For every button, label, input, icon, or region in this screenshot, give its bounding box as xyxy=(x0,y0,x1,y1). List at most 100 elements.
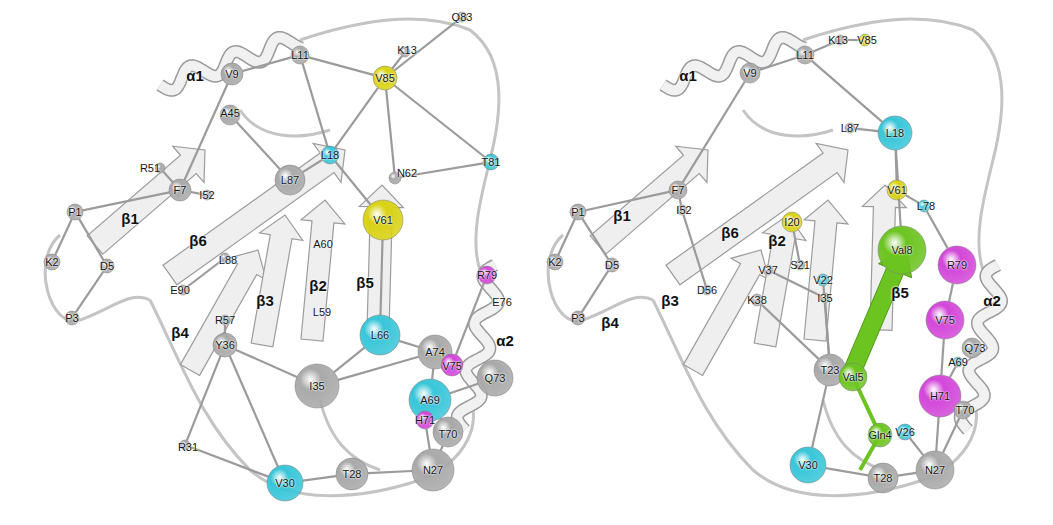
beta-strand xyxy=(87,146,205,254)
contact-line xyxy=(432,369,433,379)
helix-ribbon xyxy=(160,38,303,91)
residue-label: L11 xyxy=(796,50,814,61)
residue-label: V85 xyxy=(857,35,877,46)
residue-sphere xyxy=(220,105,240,125)
residue-label: Val8 xyxy=(891,245,912,256)
structure-label: α2 xyxy=(496,333,514,348)
residue-label: L18 xyxy=(321,150,339,161)
residue-label: V85 xyxy=(375,73,395,84)
beta-strand xyxy=(754,215,806,347)
residue-sphere xyxy=(336,458,368,490)
contact-line xyxy=(761,304,818,359)
residue-spheres xyxy=(44,12,982,501)
residue-label: L66 xyxy=(371,330,389,341)
loop xyxy=(240,110,330,136)
contact-line xyxy=(338,357,419,380)
residue-sphere xyxy=(275,165,305,195)
residue-label: N27 xyxy=(423,465,443,476)
loop xyxy=(979,160,993,270)
helix-outline xyxy=(457,265,498,430)
residue-sphere xyxy=(100,259,114,273)
structure-label: β4 xyxy=(601,315,619,330)
residue-label: K13 xyxy=(397,45,417,56)
structure-label: β6 xyxy=(189,233,207,248)
structure-label: α1 xyxy=(186,68,204,83)
contact-line xyxy=(684,215,706,285)
contact-line xyxy=(441,446,443,451)
residue-label: V9 xyxy=(225,69,238,80)
contact-line xyxy=(943,418,959,453)
residue-label: T70 xyxy=(439,429,458,440)
contact-line xyxy=(236,350,297,377)
residue-sphere xyxy=(477,360,513,396)
structure-label: β5 xyxy=(891,285,909,300)
residue-label: Y36 xyxy=(215,340,235,351)
contact-line xyxy=(906,195,919,203)
beta-strand xyxy=(301,200,345,341)
helix-ribbon xyxy=(457,265,498,430)
residue-sphere xyxy=(547,254,563,270)
structure-label: α2 xyxy=(983,293,1001,308)
contact-line xyxy=(394,86,484,158)
residue-label: A45 xyxy=(220,108,240,119)
contact-line xyxy=(386,90,394,172)
residue-sphere xyxy=(44,254,60,270)
residue-label: T81 xyxy=(482,157,501,168)
contact-line xyxy=(83,192,169,210)
contact-line xyxy=(898,473,916,476)
contact-line xyxy=(76,272,103,312)
residue-label: T28 xyxy=(343,469,362,480)
residue-sphere xyxy=(291,46,309,64)
contact-line xyxy=(558,219,574,254)
contact-line xyxy=(187,356,221,440)
contact-line xyxy=(303,476,336,481)
residue-label: D56 xyxy=(697,285,717,296)
contact-line xyxy=(910,438,923,455)
loop xyxy=(300,19,499,160)
residue-label: L78 xyxy=(917,201,935,212)
contact-line xyxy=(456,283,484,354)
residue-label: A60 xyxy=(313,239,333,250)
residue-sphere xyxy=(213,333,237,357)
contact-line xyxy=(399,341,419,347)
contact-line xyxy=(812,386,826,448)
beta-strand xyxy=(359,185,403,330)
structure-label: β2 xyxy=(309,278,327,293)
residue-sphere xyxy=(916,451,954,489)
beta-strand xyxy=(251,215,303,347)
loop xyxy=(476,160,490,270)
residue-sphere xyxy=(65,311,79,325)
residue-label: A74 xyxy=(425,347,445,358)
contact-line xyxy=(426,429,429,449)
contact-line xyxy=(187,261,221,287)
residue-label: D5 xyxy=(605,260,619,271)
residue-label: F7 xyxy=(672,185,685,196)
residue-label: V26 xyxy=(895,427,915,438)
structure-label: β1 xyxy=(121,211,139,226)
residue-sphere xyxy=(360,315,400,355)
contact-line xyxy=(394,20,458,70)
residue-label: P3 xyxy=(65,313,78,324)
residue-sphere xyxy=(790,447,826,483)
residue-label: E76 xyxy=(492,297,512,308)
residue-label: R51 xyxy=(140,163,160,174)
residue-sphere xyxy=(868,463,898,493)
structure-label: β1 xyxy=(613,208,631,223)
contact-line xyxy=(941,339,943,375)
structure-label: β2 xyxy=(768,233,786,248)
residue-label: H71 xyxy=(415,415,435,426)
residue-sphere xyxy=(433,417,463,447)
contact-line xyxy=(450,384,478,394)
residue-label: V75 xyxy=(442,361,462,372)
residue-label: V37 xyxy=(758,265,778,276)
residue-sphere xyxy=(570,204,586,220)
residue-label: L87 xyxy=(841,123,859,134)
residue-label: I52 xyxy=(199,190,214,201)
contact-line xyxy=(950,366,956,377)
contact-line xyxy=(336,162,371,205)
ribbon-cartoon xyxy=(45,19,1002,496)
residue-sphere xyxy=(839,363,867,391)
contact-line xyxy=(185,84,228,180)
residue-label: T70 xyxy=(956,405,975,416)
